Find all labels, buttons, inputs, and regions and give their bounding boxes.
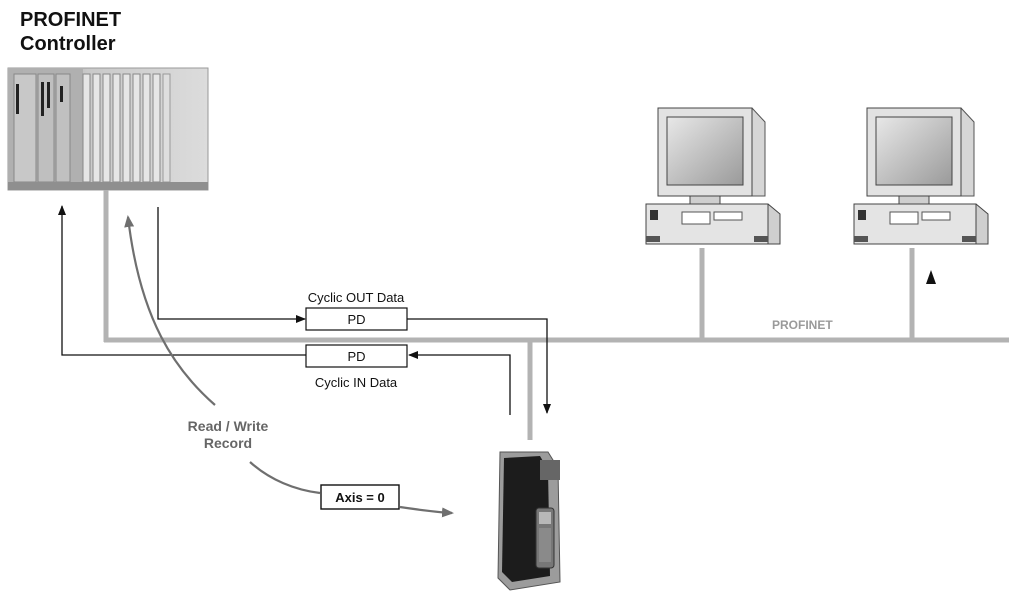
- pc-2-image: [854, 108, 988, 244]
- cyclic-in-path: [62, 206, 510, 415]
- rw-record-arrow-down: [400, 507, 452, 513]
- rw-label-line2: Record: [204, 435, 252, 451]
- rw-label-line1: Read / Write: [188, 418, 269, 434]
- cyclic-in-label: Cyclic IN Data: [315, 375, 398, 390]
- rw-record-arrow-curve: [250, 462, 320, 493]
- pd-in-label: PD: [347, 349, 365, 364]
- plc-controller-image: [8, 68, 208, 190]
- cursor-icon: [926, 270, 936, 284]
- pc-1-image: [646, 108, 780, 244]
- network-label: PROFINET: [772, 318, 833, 332]
- axis-label: Axis = 0: [335, 490, 385, 505]
- cyclic-out-label: Cyclic OUT Data: [308, 290, 405, 305]
- pd-out-label: PD: [347, 312, 365, 327]
- rw-record-arrow-up: [128, 217, 215, 405]
- drive-image: [488, 444, 573, 594]
